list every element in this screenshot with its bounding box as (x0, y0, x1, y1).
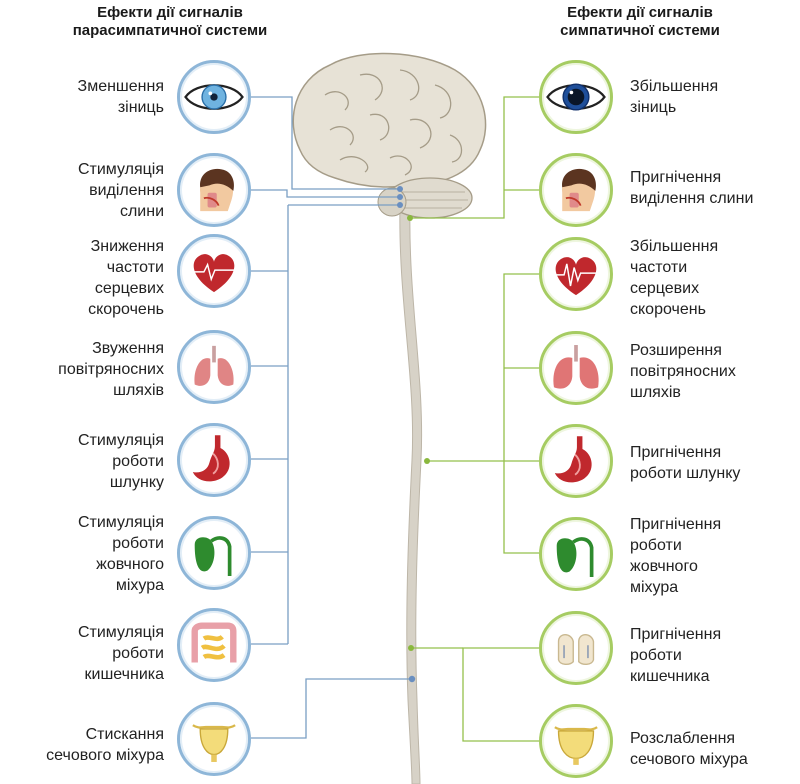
effect-line: Збільшення (630, 238, 719, 255)
effect-line: серцевих (94, 280, 164, 297)
parasympathetic-effect-gallbladder: Стимуляція роботи жовчного міхура (8, 512, 164, 596)
sympathetic-effect-intestine: Пригнічення роботи кишечника (630, 622, 795, 688)
effect-line: Пригнічення (630, 625, 722, 643)
effect-line: зіниць (630, 99, 677, 116)
parasympathetic-header: Ефекти дії сигналів парасимпатичної сист… (20, 4, 320, 40)
effect-line: Стискання (85, 726, 164, 743)
effect-line: роботи шлунку (630, 465, 741, 482)
parasympathetic-nodes (397, 186, 416, 683)
header-line: парасимпатичної системи (72, 22, 268, 39)
sympathetic-effect-saliva: Пригнічення виділення слини (630, 165, 795, 211)
effect-line: роботи (112, 644, 164, 662)
header-line: Ефекти дії сигналів (97, 4, 243, 21)
effect-line: скорочень (630, 301, 706, 318)
effect-line: виділення (89, 181, 164, 199)
effect-line: слини (119, 202, 164, 220)
bladder-icon (177, 702, 251, 776)
effect-line: Стимуляція (77, 514, 164, 531)
parasympathetic-effect-stomach: Стимуляція роботи шлунку (8, 428, 164, 494)
lungs-icon (177, 330, 251, 404)
effect-line: Зниження (90, 238, 164, 255)
sympathetic-wires (410, 96, 539, 742)
stomach-icon (177, 423, 251, 497)
effect-line: Пригнічення (630, 516, 722, 533)
effect-line: Збільшення (630, 78, 719, 95)
effect-line: кишечника (630, 667, 710, 685)
sympathetic-header: Ефекти дії сигналів симпатичної системи (490, 4, 790, 40)
heart-icon (539, 237, 613, 311)
parasympathetic-effect-pupil: Зменшення зіниць (8, 64, 164, 130)
effect-line: Стимуляція (77, 431, 164, 449)
sympathetic-effect-airways: Розширення повітряносних шляхів (630, 338, 795, 404)
head-icon (177, 153, 251, 227)
effect-line: частоти (630, 259, 688, 276)
header-line: симпатичної системи (560, 22, 720, 39)
parasympathetic-effect-bladder: Стискання сечового міхура (8, 722, 164, 768)
effect-line: жовчного (96, 556, 164, 573)
sympathetic-effect-stomach: Пригнічення роботи шлунку (630, 440, 795, 486)
eye-icon (177, 60, 251, 134)
sympathetic-nodes (407, 215, 430, 651)
effect-line: повітряносних (58, 360, 164, 378)
effect-line: Зменшення (77, 78, 164, 95)
effect-line: скорочень (88, 301, 164, 318)
effect-line: міхура (115, 577, 164, 594)
lungs-icon (539, 331, 613, 405)
effect-line: Пригнічення (630, 169, 722, 186)
effect-line: виділення слини (630, 190, 754, 207)
effect-line: роботи (112, 452, 164, 470)
effect-line: шлунку (109, 473, 164, 491)
head-icon (539, 153, 613, 227)
parasympathetic-effect-intestine: Стимуляція роботи кишечника (8, 620, 164, 686)
effect-line: міхура (630, 579, 679, 596)
effect-line: шляхів (113, 381, 164, 399)
intestine-icon (539, 611, 613, 685)
parasympathetic-effect-airways: Звуження повітряносних шляхів (8, 336, 164, 402)
sympathetic-effect-bladder: Розслаблення сечового міхура (630, 726, 795, 772)
effect-line: сечового міхура (46, 747, 164, 764)
effect-line: зіниць (117, 99, 164, 116)
effect-line: повітряносних (630, 362, 736, 380)
sympathetic-effect-heart: Збільшення частоти серцевих скорочень (630, 236, 795, 320)
brain (292, 52, 487, 219)
effect-line: жовчного (630, 558, 698, 575)
effect-line: Розширення (630, 341, 722, 359)
effect-line: сечового міхура (630, 751, 748, 768)
heart-icon (177, 234, 251, 308)
effect-line: роботи (112, 535, 164, 552)
effect-line: кишечника (84, 665, 165, 683)
effect-line: Розслаблення (630, 730, 736, 747)
parasympathetic-effect-heart: Зниження частоти серцевих скорочень (8, 236, 164, 320)
effect-line: Пригнічення (630, 444, 722, 461)
sympathetic-effect-pupil: Збільшення зіниць (630, 64, 795, 130)
sympathetic-effect-gallbladder: Пригнічення роботи жовчного міхура (630, 514, 795, 598)
effect-line: шляхів (630, 383, 681, 401)
stomach-icon (539, 424, 613, 498)
effect-line: частоти (106, 259, 164, 276)
intestine-icon (177, 608, 251, 682)
gallbladder-icon (539, 517, 613, 591)
effect-line: Звуження (92, 339, 164, 357)
gallbladder-icon (177, 516, 251, 590)
effect-line: серцевих (630, 280, 700, 297)
parasympathetic-effect-saliva: Стимуляція виділення слини (8, 150, 164, 230)
effect-line: Стимуляція (77, 623, 164, 641)
eye-icon (539, 60, 613, 134)
bladder-icon (539, 704, 613, 778)
effect-line: роботи (630, 537, 682, 554)
effect-line: Стимуляція (77, 160, 164, 178)
header-line: Ефекти дії сигналів (567, 4, 713, 21)
parasympathetic-wires (251, 96, 412, 739)
effect-line: роботи (630, 646, 682, 664)
spinal-cord (399, 204, 423, 784)
